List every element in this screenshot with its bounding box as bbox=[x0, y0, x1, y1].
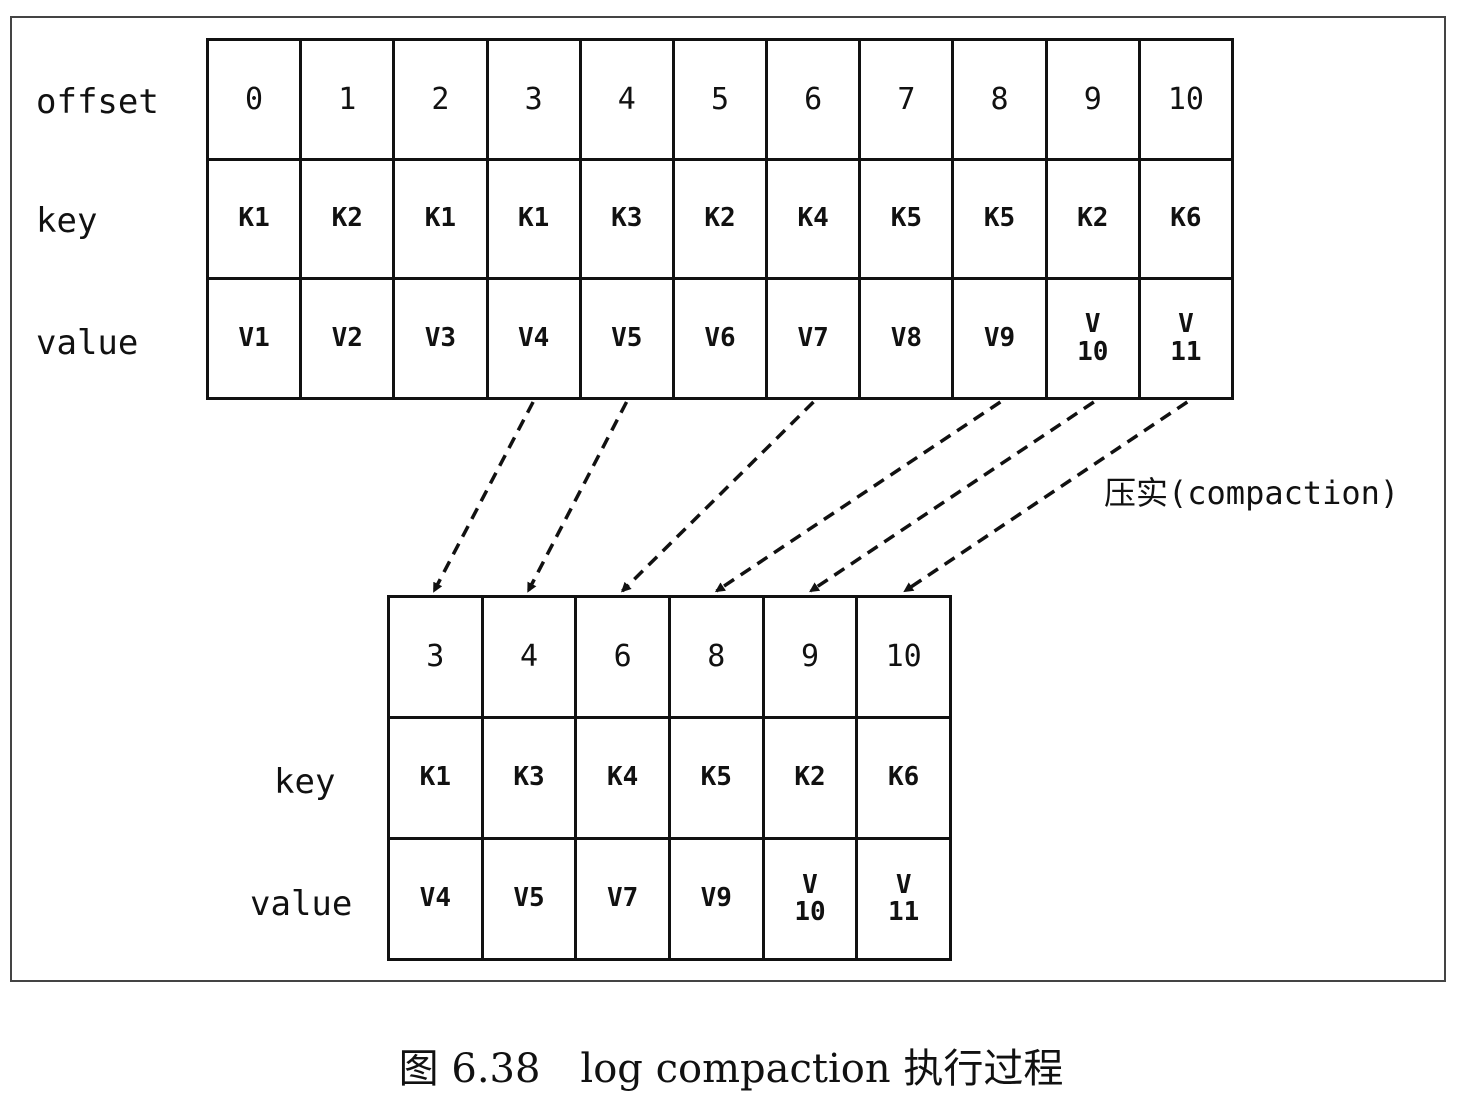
top-offset-label: offset bbox=[36, 82, 159, 122]
bottom-offset-cell: 9 bbox=[764, 598, 856, 716]
bottom-offset-cell: 3 bbox=[390, 598, 481, 716]
top-value-cell-line: V9 bbox=[983, 323, 1016, 353]
top-value-cell-line: 11 bbox=[1170, 336, 1202, 367]
top-value-cell-line: V2 bbox=[331, 323, 363, 353]
bottom-value-cell-line: 10 bbox=[794, 897, 826, 927]
bottom-key-label: key bbox=[274, 762, 336, 802]
top-value-cell: V7 bbox=[768, 280, 859, 397]
bottom-value-cell-line: V5 bbox=[513, 883, 545, 914]
bottom-value-cell-line: V bbox=[895, 869, 912, 900]
top-key-cell: K2 bbox=[1047, 160, 1138, 278]
top-value-cell: V3 bbox=[395, 280, 486, 397]
bottom-value-cell-line: 11 bbox=[888, 897, 920, 927]
bottom-key-cell: K6 bbox=[858, 719, 949, 837]
top-value-cell: V8 bbox=[861, 280, 952, 397]
top-offset-cell: 1 bbox=[302, 41, 393, 158]
top-key-cell: K1 bbox=[488, 160, 579, 278]
top-key-cell: K5 bbox=[954, 160, 1045, 278]
bottom-value-cell: V9 bbox=[670, 840, 762, 958]
top-value-cell-line: V bbox=[1084, 309, 1101, 340]
bottom-key-cell: K2 bbox=[764, 719, 856, 837]
top-key-cell: K5 bbox=[861, 160, 952, 278]
bottom-key-cell: K1 bbox=[390, 719, 481, 837]
top-offset-cell: 5 bbox=[674, 41, 766, 158]
bottom-offset-cell: 4 bbox=[483, 598, 575, 716]
bottom-value-cell-line: V bbox=[802, 869, 818, 900]
bottom-key-cell: K5 bbox=[670, 719, 762, 837]
top-key-cell: K3 bbox=[581, 160, 672, 278]
top-value-cell-line: V4 bbox=[517, 323, 550, 353]
bottom-value-cell-line: V9 bbox=[700, 883, 732, 914]
top-key-cell: K2 bbox=[302, 160, 393, 278]
top-offset-cell: 9 bbox=[1047, 41, 1138, 158]
top-value-label: value bbox=[36, 323, 139, 363]
top-key-cell: K1 bbox=[395, 160, 486, 278]
top-value-cell: V5 bbox=[581, 280, 672, 397]
top-offset-cell: 4 bbox=[581, 41, 672, 158]
top-value-cell: V2 bbox=[302, 280, 393, 397]
top-value-cell: V4 bbox=[488, 280, 579, 397]
top-value-cell-line: 10 bbox=[1077, 336, 1109, 367]
figure-caption: 图 6.38 log compaction 执行过程 bbox=[398, 1046, 1064, 1092]
top-offset-cell: 2 bbox=[395, 41, 486, 158]
top-value-cell-line: V6 bbox=[704, 323, 736, 353]
top-value-cell-line: V7 bbox=[797, 323, 829, 353]
top-value-cell: V1 bbox=[209, 280, 300, 397]
top-offset-cell: 3 bbox=[488, 41, 579, 158]
bottom-value-cell: V5 bbox=[483, 840, 575, 958]
top-value-cell-line: V5 bbox=[611, 323, 643, 353]
top-value-cell-line: V1 bbox=[238, 323, 270, 353]
top-value-cell-line: V8 bbox=[890, 323, 923, 353]
top-key-label: key bbox=[36, 201, 98, 241]
compaction-annotation: 压实(compaction) bbox=[1104, 474, 1400, 512]
bottom-value-cell: V4 bbox=[390, 840, 481, 958]
top-value-cell-line: V bbox=[1178, 309, 1194, 340]
top-value-cell: V9 bbox=[954, 280, 1045, 397]
bottom-offset-cell: 8 bbox=[670, 598, 762, 716]
top-key-cell: K2 bbox=[674, 160, 766, 278]
bottom-value-cell-line: V7 bbox=[607, 883, 639, 914]
top-offset-cell: 7 bbox=[861, 41, 952, 158]
top-key-cell: K1 bbox=[209, 160, 300, 278]
bottom-key-cell: K3 bbox=[483, 719, 575, 837]
top-value-cell-line: V3 bbox=[424, 323, 457, 353]
bottom-value-label: value bbox=[250, 884, 353, 924]
bottom-value-cell-line: V4 bbox=[419, 883, 451, 914]
top-offset-cell: 0 bbox=[209, 41, 300, 158]
bottom-offset-cell: 6 bbox=[577, 598, 668, 716]
top-value-cell: V6 bbox=[674, 280, 766, 397]
bottom-key-cell: K4 bbox=[577, 719, 668, 837]
bottom-offset-cell: 10 bbox=[858, 598, 949, 716]
bottom-value-cell: V7 bbox=[577, 840, 668, 958]
top-key-cell: K6 bbox=[1140, 160, 1231, 278]
top-key-cell: K4 bbox=[768, 160, 859, 278]
top-offset-cell: 10 bbox=[1140, 41, 1231, 158]
top-offset-cell: 6 bbox=[768, 41, 859, 158]
top-offset-cell: 8 bbox=[954, 41, 1045, 158]
